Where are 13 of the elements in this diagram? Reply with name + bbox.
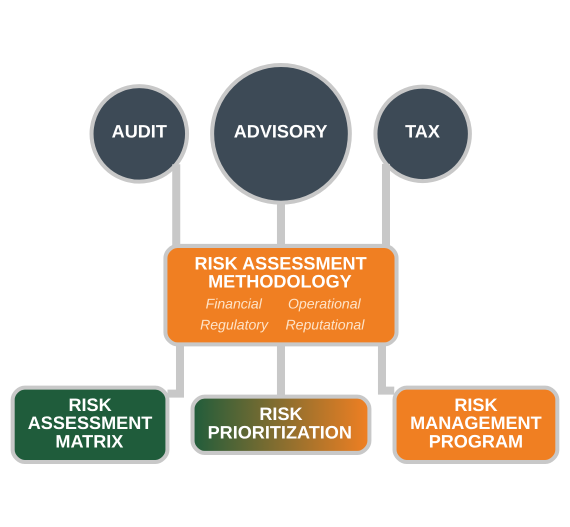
node-box: RISK ASSESSMENT METHODOLOGY Financial Operational Regulatory Reputational [163,244,399,346]
connector [382,164,390,246]
connector [276,202,285,246]
node-circle: ADVISORY [210,63,352,205]
node-circle: AUDIT [90,84,190,184]
connector [378,344,394,395]
connector [172,164,180,246]
node-box: RISK ASSESSMENT MATRIX [10,386,170,464]
connector [168,344,184,398]
node-circle: TAX [373,84,472,184]
node-box: RISK MANAGEMENT PROGRAM [392,386,560,464]
connector [276,344,285,397]
node-box: RISK PRIORITIZATION [190,394,372,455]
